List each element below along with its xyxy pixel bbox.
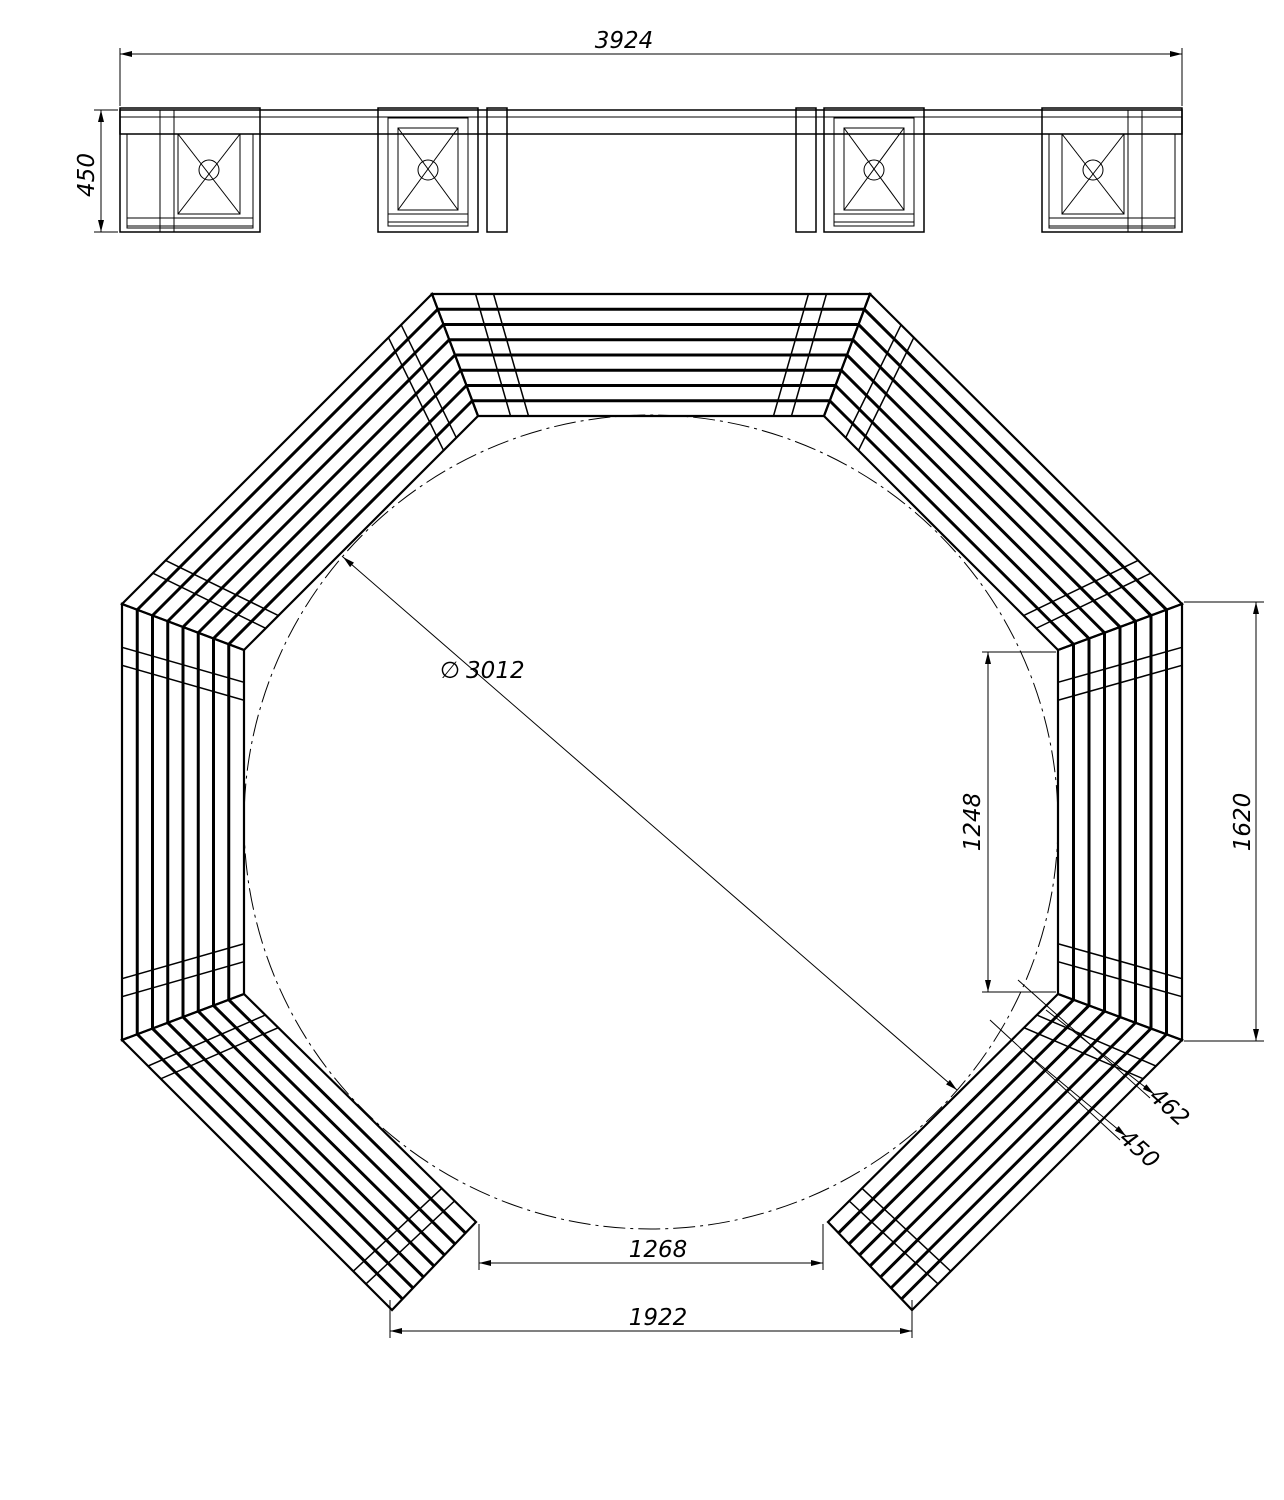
support-bracket (146, 1014, 280, 1080)
seat-slat (136, 308, 439, 611)
front-module-left (119, 107, 261, 233)
seat-slat (858, 1010, 1106, 1257)
seat-slat (136, 1033, 404, 1301)
seat-slat (863, 308, 1168, 611)
dim-text-diameter: ∅3012 (440, 658, 525, 684)
support-bracket (848, 1187, 952, 1286)
segment-outline (822, 292, 1184, 652)
bench-segments (120, 292, 1184, 1312)
dim-text-1268: 1268 (629, 1237, 688, 1263)
seat-slat (900, 1033, 1168, 1301)
dim-text-1922: 1922 (629, 1305, 688, 1331)
segment-outline (826, 992, 1184, 1312)
support-bracket (1057, 942, 1183, 998)
support-bracket (772, 293, 828, 417)
support-bracket (352, 1187, 456, 1286)
support-bracket (1057, 646, 1183, 702)
seat-slat (166, 338, 451, 623)
inner-circle (243, 414, 1059, 1230)
bench-segment-2 (822, 292, 1184, 652)
seat-slat (227, 399, 474, 646)
support-bracket (121, 646, 245, 702)
seat-slat (837, 998, 1075, 1235)
seat-slat (181, 353, 457, 629)
front-module-2 (377, 107, 508, 233)
support-bracket (387, 323, 458, 452)
bench-segment-7 (120, 292, 480, 652)
seat-slat (857, 323, 1153, 617)
seat-slat (212, 384, 468, 640)
front-module-right (1041, 107, 1183, 233)
seat-slat (212, 1004, 457, 1246)
seat-slat (197, 369, 462, 634)
dim-text-462: 462 (1144, 1083, 1194, 1132)
front-seat-board (119, 109, 1183, 135)
support-bracket (844, 323, 915, 452)
front-module-3 (795, 107, 925, 233)
dim-inner-segment: 1248 (960, 651, 1056, 993)
support-bracket (151, 559, 280, 630)
dim-seat-depth: 462 450 (989, 979, 1194, 1174)
dim-opening-outer: 1922 (389, 1300, 913, 1338)
dim-overall-length: 3924 (119, 28, 1183, 106)
seat-slat (166, 1021, 425, 1279)
support-bracket (1022, 559, 1153, 630)
bench-segment-6 (120, 602, 246, 1042)
dim-text-1248: 1248 (960, 793, 986, 852)
seat-slat (151, 1027, 415, 1290)
front-view: 3924 450 (74, 28, 1183, 233)
seat-slat (840, 369, 1106, 634)
bench-segment-4 (826, 992, 1184, 1312)
dim-height: 450 (74, 109, 118, 233)
seat-slat (181, 1015, 436, 1268)
dim-text-1620: 1620 (1230, 793, 1256, 852)
dim-opening-inner: 1268 (478, 1224, 824, 1270)
seat-slat (889, 1027, 1153, 1290)
seat-slat (851, 338, 1137, 623)
bench-segment-1 (430, 292, 872, 418)
dim-outer-segment: 1620 (1184, 601, 1264, 1042)
seat-slat (879, 1021, 1137, 1279)
bench-segment-5 (120, 992, 478, 1312)
dim-diameter: ∅3012 (342, 556, 958, 1091)
seat-slat (847, 1004, 1091, 1246)
seat-slat (845, 353, 1122, 629)
support-bracket (474, 293, 530, 417)
seat-slat (868, 1015, 1122, 1268)
seat-slat (828, 399, 1075, 646)
diameter-symbol: ∅ (440, 658, 460, 684)
bench-segment-3 (1056, 602, 1184, 1042)
dim-text-450-height: 450 (74, 153, 100, 197)
seat-slat (151, 323, 445, 617)
plan-view: ∅3012 1248 1620 462 450 (120, 292, 1264, 1338)
support-bracket (121, 942, 245, 998)
dim-text-3924: 3924 (595, 28, 654, 54)
seat-slat (197, 1010, 446, 1257)
segment-outline (120, 292, 480, 652)
seat-slat (227, 998, 467, 1235)
seat-slat (834, 384, 1091, 640)
